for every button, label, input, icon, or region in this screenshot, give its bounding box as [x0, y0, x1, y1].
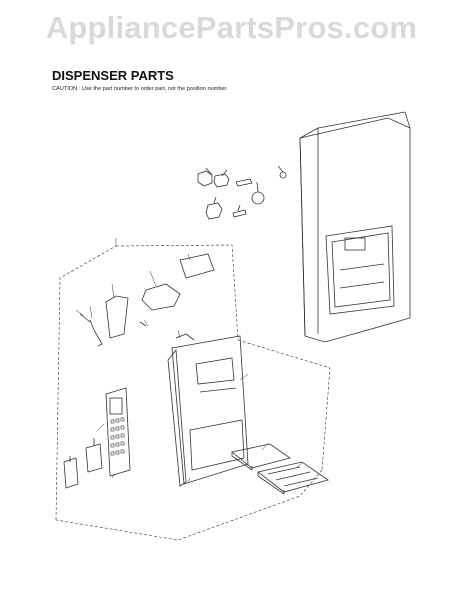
dispenser-cover — [167, 333, 249, 487]
drip-trays — [231, 443, 329, 495]
control-panel — [105, 387, 131, 477]
page-title: DISPENSER PARTS — [52, 68, 174, 83]
callout-leaders — [75, 238, 303, 483]
explode-outline — [55, 244, 331, 541]
small-lower-parts — [63, 438, 103, 489]
site-watermark: AppliancePartsPros.com — [45, 10, 418, 45]
dispenser-upper-parts — [79, 253, 215, 347]
small-upper-parts — [197, 165, 287, 220]
door-panel — [299, 111, 411, 343]
caution-note: CAUTION : Use the part number to order p… — [52, 86, 228, 92]
